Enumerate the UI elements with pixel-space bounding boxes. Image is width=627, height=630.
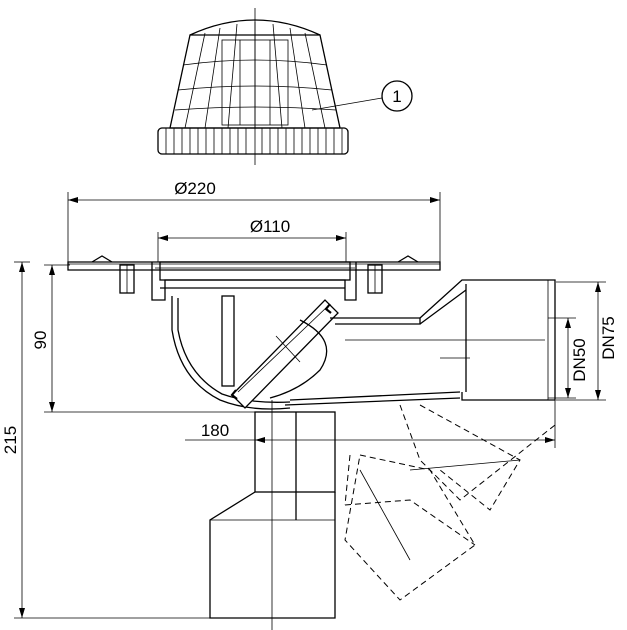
vertical-outlet [209,400,336,630]
dimension-height-215: 215 [1,261,215,619]
dimension-diameter-220: Ø220 [67,179,441,262]
drain-body [67,255,556,410]
height-215-label: 215 [1,426,20,454]
height-90-label: 90 [31,331,50,350]
length-180-label: 180 [201,421,229,440]
dimension-pipe-dn50: DN50 [548,317,589,399]
dimension-diameter-110: Ø110 [157,217,347,262]
callout-1: 1 [311,80,413,112]
callout-number: 1 [392,87,401,106]
pipe-dn50-label: DN50 [570,338,589,381]
pipe-dn75-label: DN75 [599,316,618,359]
dimension-height-90: 90 [31,264,260,413]
dimension-length-180: 180 [185,396,556,448]
inner-diameter-label: Ø110 [250,217,290,236]
outer-diameter-label: Ø220 [174,179,216,198]
alternative-outlet-dashed [344,404,556,601]
dimension-pipe-dn75: DN75 [556,281,618,401]
leaf-guard [157,8,349,165]
